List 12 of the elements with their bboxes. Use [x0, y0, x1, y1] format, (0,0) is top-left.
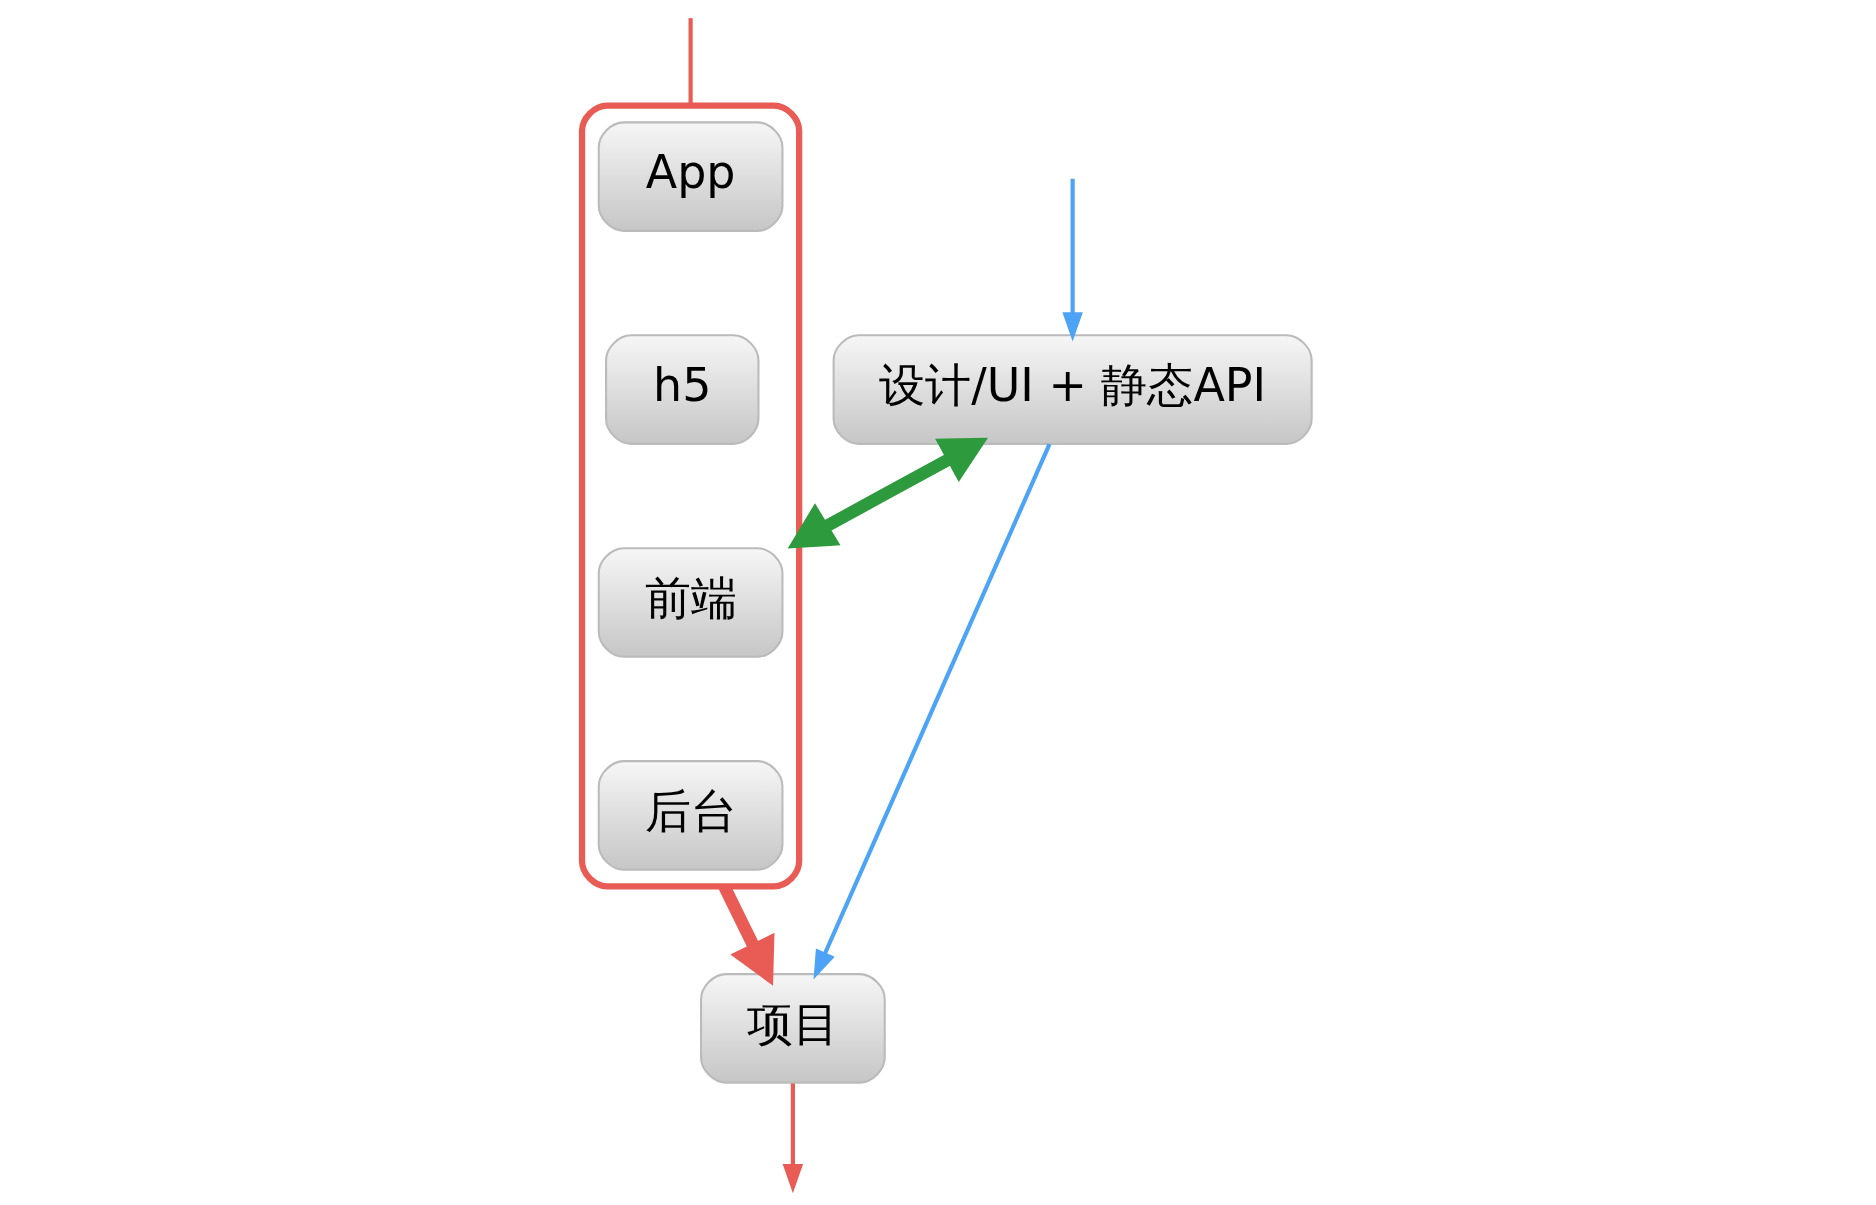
- connector: [688, 18, 693, 106]
- cluster: [578, 102, 802, 890]
- node-box: 后台: [597, 760, 783, 871]
- arrow: [1061, 178, 1083, 342]
- arrow: [782, 1083, 803, 1194]
- node-box: 项目: [699, 973, 886, 1084]
- arrow: [787, 437, 988, 549]
- node-box: App: [597, 121, 783, 232]
- arrow: [813, 443, 1051, 980]
- node-box: 前端: [597, 547, 783, 658]
- node-box: 设计/UI + 静态API: [832, 334, 1313, 445]
- node-box: h5: [604, 334, 759, 445]
